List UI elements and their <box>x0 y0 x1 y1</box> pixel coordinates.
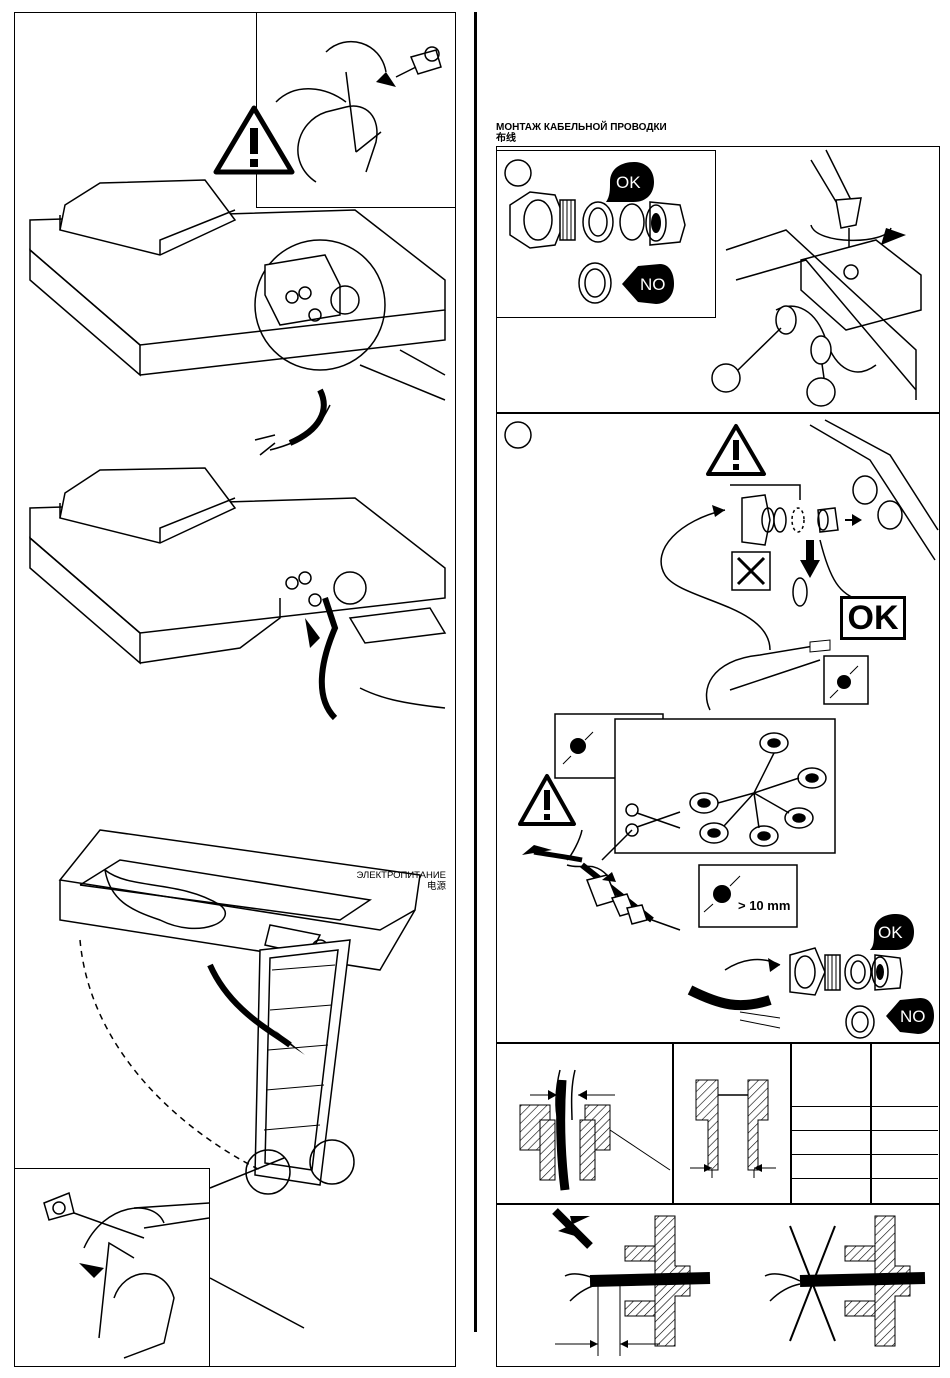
divider-3 <box>496 1203 940 1205</box>
table-row-line-2 <box>792 1130 938 1131</box>
table-row-line-1 <box>792 1106 938 1107</box>
warning-icon <box>212 104 296 176</box>
incorrect-assembly-section <box>760 1206 930 1366</box>
svg-text:> 10 mm: > 10 mm <box>738 898 790 913</box>
section-title: МОНТАЖ КАБЕЛЬНОЙ ПРОВОДКИ 布线 <box>496 122 667 144</box>
step-circle-b <box>503 420 533 450</box>
no-badge: NO <box>620 262 676 306</box>
no-badge: NO <box>884 996 936 1036</box>
dot-size-box-2: > 10 mm <box>698 864 798 928</box>
divider-2 <box>496 1042 940 1044</box>
cable-trim-illustration <box>512 820 692 950</box>
column-divider <box>474 12 477 1332</box>
cross-box-icon <box>730 550 772 592</box>
hood-illustration-2 <box>20 448 450 758</box>
panel3-vline-1 <box>672 1042 674 1203</box>
table-row-line-3 <box>792 1154 938 1155</box>
svg-text:NO: NO <box>900 1007 926 1026</box>
dot-size-box-1 <box>822 654 870 706</box>
hex-key-icon <box>14 1168 210 1367</box>
gland-cross-section <box>500 1050 670 1200</box>
ok-badge: OK <box>868 912 916 952</box>
svg-text:NO: NO <box>640 275 666 294</box>
divider-1 <box>496 412 940 414</box>
ok-big-badge: OK <box>840 596 906 640</box>
ok-badge: OK <box>604 160 656 204</box>
cable-gland-assembly <box>640 420 938 720</box>
svg-text:OK: OK <box>878 923 903 942</box>
hood-filter-illustration <box>20 830 450 1200</box>
insert-cross-section <box>678 1050 788 1200</box>
hood-illustration-1 <box>20 175 450 465</box>
correct-assembly-section <box>550 1206 710 1366</box>
table-row-line-4 <box>792 1178 938 1179</box>
svg-text:OK: OK <box>616 173 641 192</box>
screwdriver-illustration <box>716 150 938 410</box>
